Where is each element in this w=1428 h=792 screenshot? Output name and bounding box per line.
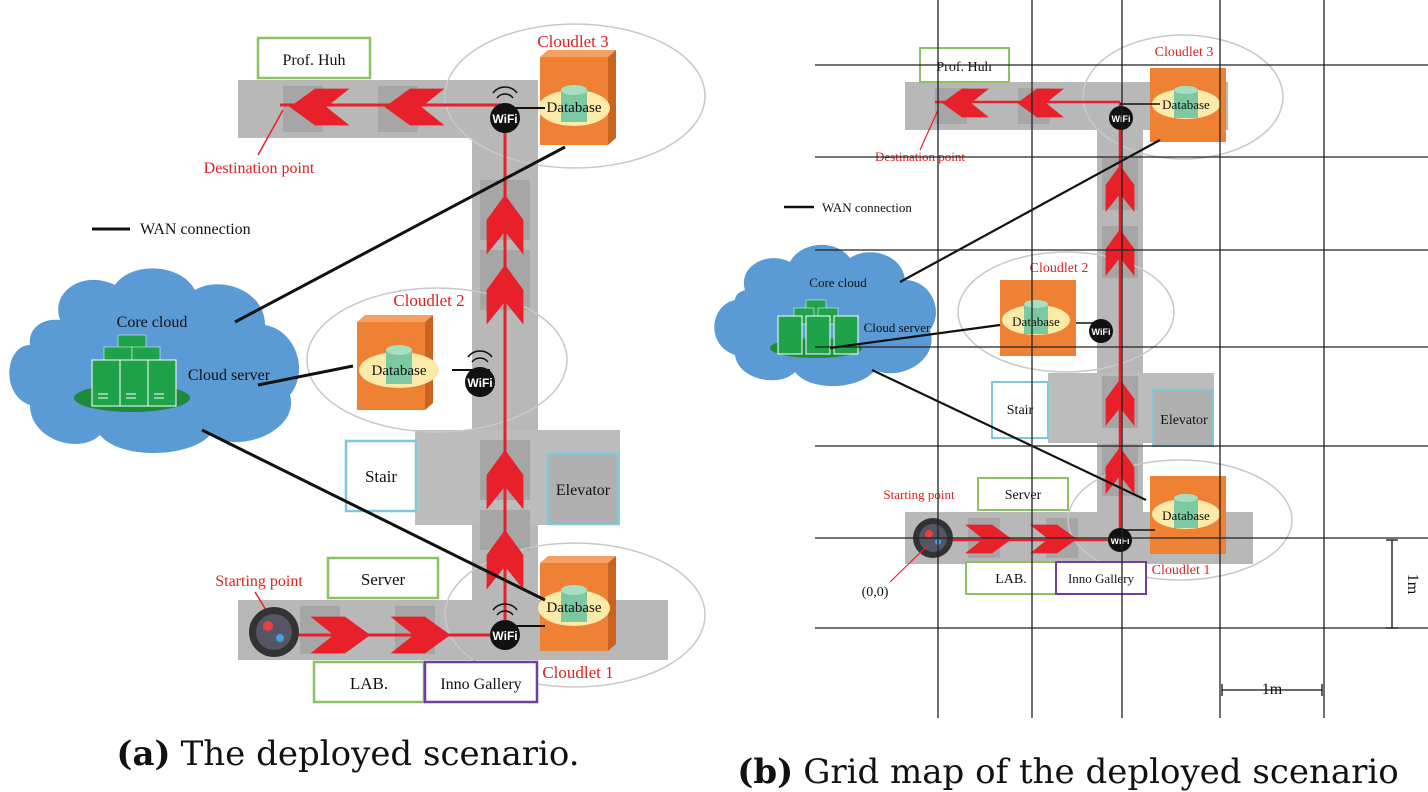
cloudlet3-database: Database [538, 50, 616, 145]
cloudlet2-database-b: Database [1000, 280, 1076, 356]
cloud-server-icon [74, 334, 190, 412]
origin-label: (0,0) [862, 585, 889, 600]
wan-line-cloudlet3 [234, 145, 566, 324]
wan-legend-label-b: WAN connection [822, 200, 912, 215]
lab-label: LAB. [350, 674, 388, 693]
cloudlet1-database-b: Database [1150, 476, 1226, 554]
inno-gallery-label-b: Inno Gallery [1068, 571, 1135, 586]
destination-pointer [257, 109, 284, 156]
svg-text:WiFi: WiFi [1092, 327, 1111, 337]
prof-box [256, 36, 372, 80]
wan-line-cloudlet2 [257, 364, 354, 387]
scale-horizontal [1221, 684, 1323, 696]
cloudlet1-label-b: Cloudlet 1 [1152, 563, 1211, 578]
prof-label-b: Prof. Huh [936, 60, 991, 75]
wifi-icon: WiFi [1108, 528, 1155, 552]
wifi-icon: WiFi [452, 350, 495, 397]
stair-label: Stair [365, 467, 397, 486]
scale-vertical [1386, 539, 1398, 629]
wifi-icon: WiFi [1076, 319, 1113, 343]
core-cloud-label: Core cloud [117, 314, 188, 331]
elevator-label-b: Elevator [1160, 413, 1208, 428]
wifi-icon: WiFi [490, 603, 545, 650]
lab-box-b [965, 561, 1057, 595]
server-label-b: Server [1005, 488, 1042, 503]
cloudlet2-range [306, 287, 568, 433]
cloudlet1-database: Database [538, 556, 616, 651]
cloud-server-label: Cloud server [188, 367, 271, 384]
cloudlet2-database: Database [357, 315, 439, 410]
server-box-b [977, 477, 1069, 511]
starting-label: Starting point [215, 573, 303, 590]
inno-gallery-box [423, 660, 539, 704]
panel-a: Prof. Huh Stair Elevator Server LAB. Inn… [9, 23, 706, 774]
cloudlet2-range-b [957, 251, 1175, 373]
stair-box [344, 439, 418, 513]
cloudlet1-range [444, 542, 706, 688]
elevator-box [546, 452, 620, 526]
cloudlet3-range-b [1082, 34, 1284, 160]
scale-h-label: 1m [1262, 681, 1283, 698]
svg-text:WiFi: WiFi [467, 376, 492, 390]
cloud-server-icon-b [770, 299, 862, 358]
wan-line-cloudlet1 [201, 428, 546, 602]
cloudlet2-label: Cloudlet 2 [393, 291, 464, 310]
prof-label: Prof. Huh [282, 52, 345, 69]
cloudlet1-database-label-b: Database [1162, 508, 1210, 523]
cloudlet3-range [444, 23, 706, 169]
scale-v-label: 1m [1404, 574, 1421, 595]
elevator-box-b [1152, 389, 1214, 447]
starting-label-b: Starting point [883, 487, 955, 502]
caption-b: (b)Grid map of the deployed scenario [737, 752, 1399, 792]
stair-label-b: Stair [1007, 403, 1034, 418]
svg-text:WiFi: WiFi [492, 629, 517, 643]
cloudlet3-database-label: Database [547, 100, 602, 116]
cloudlet2-label-b: Cloudlet 2 [1030, 261, 1089, 276]
cloudlet3-label-b: Cloudlet 3 [1155, 45, 1214, 60]
wifi-icon: WiFi [1109, 103, 1160, 130]
svg-text:WiFi: WiFi [1111, 536, 1130, 546]
core-cloud-label-b: Core cloud [809, 275, 867, 290]
cloud-server-label-b: Cloud server [864, 320, 931, 335]
cloudlet3-database-b: Database [1150, 68, 1226, 142]
cloudlet3-database-label-b: Database [1162, 97, 1210, 112]
stair-box-b [991, 381, 1049, 439]
inno-gallery-label: Inno Gallery [440, 676, 521, 693]
robot-icon [249, 607, 299, 657]
wan-legend-label: WAN connection [140, 221, 251, 238]
cloudlet3-label: Cloudlet 3 [537, 32, 608, 51]
server-label: Server [361, 570, 406, 589]
cloudlet2-database-label-b: Database [1012, 314, 1060, 329]
server-box [326, 556, 440, 600]
wifi-icon: WiFi [490, 86, 545, 133]
grid-lines [815, 0, 1428, 718]
cloudlet1-database-label: Database [547, 600, 602, 616]
elevator-label: Elevator [556, 482, 611, 499]
svg-text:WiFi: WiFi [1112, 114, 1131, 124]
cloudlet2-database-label: Database [372, 363, 427, 379]
caption-a: (a)The deployed scenario. [116, 734, 579, 774]
lab-label-b: LAB. [995, 572, 1027, 587]
cloudlet1-range-b [1067, 459, 1293, 581]
panel-b: Prof. Huh Stair Elevator Server LAB. Inn… [714, 0, 1428, 792]
inno-gallery-box-b [1055, 561, 1147, 595]
svg-text:WiFi: WiFi [492, 112, 517, 126]
destination-label: Destination point [204, 160, 315, 177]
cloudlet1-label: Cloudlet 1 [542, 663, 613, 682]
